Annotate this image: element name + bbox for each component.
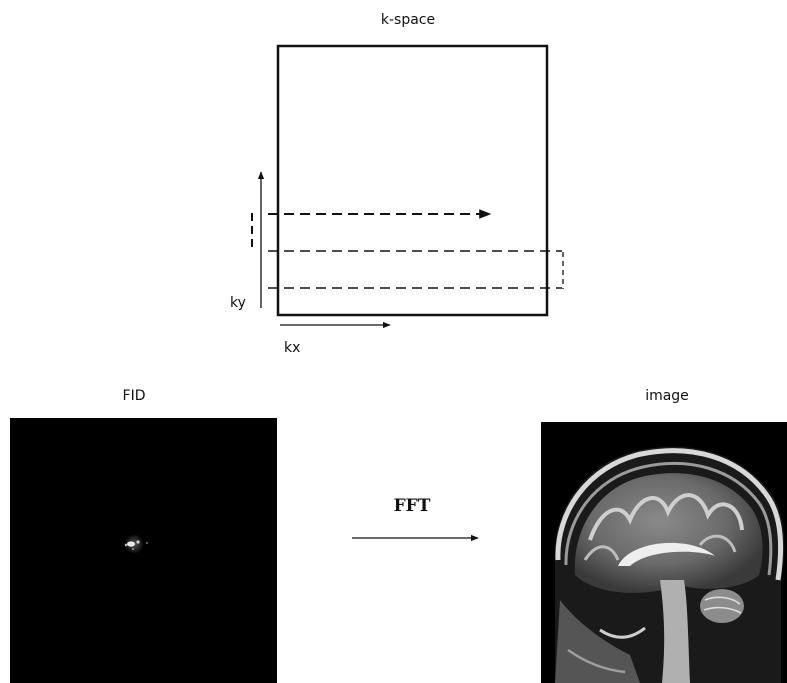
image-title: image bbox=[645, 388, 689, 404]
kspace-title: k-space bbox=[381, 12, 435, 28]
fid-image bbox=[10, 418, 277, 683]
fid-title: FID bbox=[123, 388, 146, 404]
mri-brain-image bbox=[541, 422, 787, 683]
fid-signal-spot bbox=[124, 534, 148, 554]
kspace-box bbox=[276, 44, 549, 317]
ky-label: ky bbox=[230, 295, 246, 311]
kx-label: kx bbox=[284, 340, 300, 356]
fft-label: FFT bbox=[394, 496, 431, 516]
